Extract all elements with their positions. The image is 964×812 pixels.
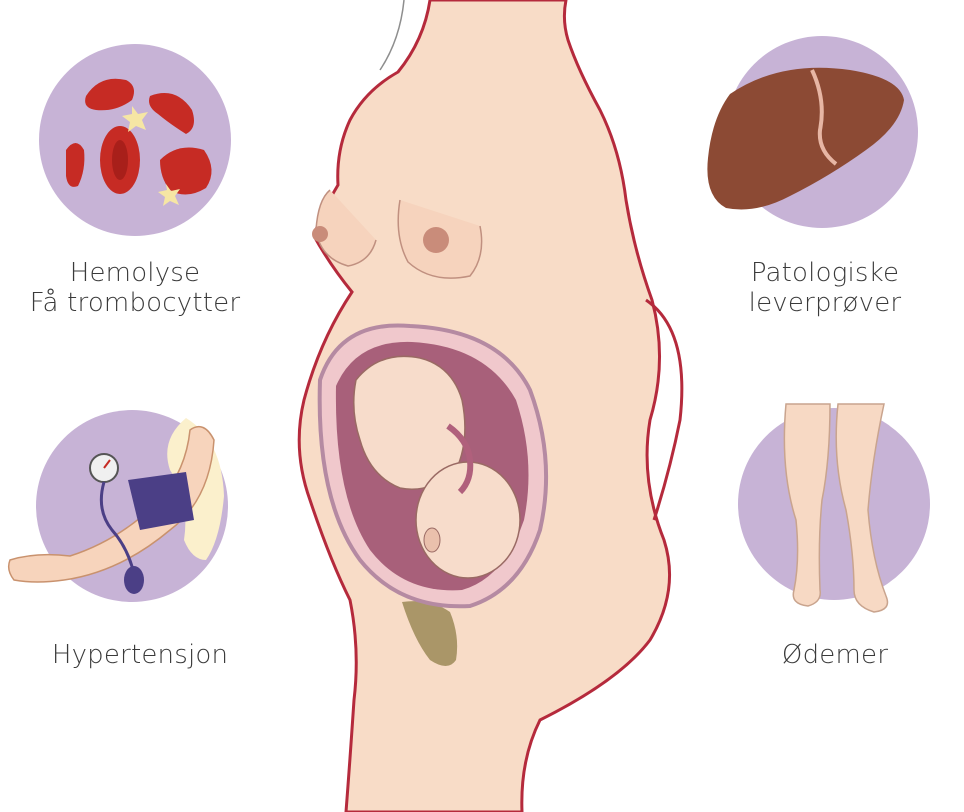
right-nipple [423, 227, 449, 253]
label-hypertension: Hypertensjon [0, 640, 280, 670]
label-pathological: Patologiske [700, 258, 950, 288]
swollen-legs-icon [738, 404, 930, 612]
label-hemolysis-low-platelets: Hemolyse Få trombocytter [0, 258, 270, 318]
label-pathological-liver-tests: Patologiske leverprøver [700, 258, 950, 318]
pregnant-woman-figure [299, 0, 682, 812]
blood-cells-icon [39, 44, 231, 236]
blood-pressure-cuff-icon [9, 410, 228, 602]
left-nipple [312, 226, 328, 242]
label-liver-tests: leverprøver [700, 288, 950, 318]
liver-icon [707, 36, 918, 228]
label-hemolysis: Hemolyse [0, 258, 270, 288]
label-low-platelets: Få trombocytter [0, 288, 270, 318]
label-edema: Ødemer [740, 640, 930, 670]
